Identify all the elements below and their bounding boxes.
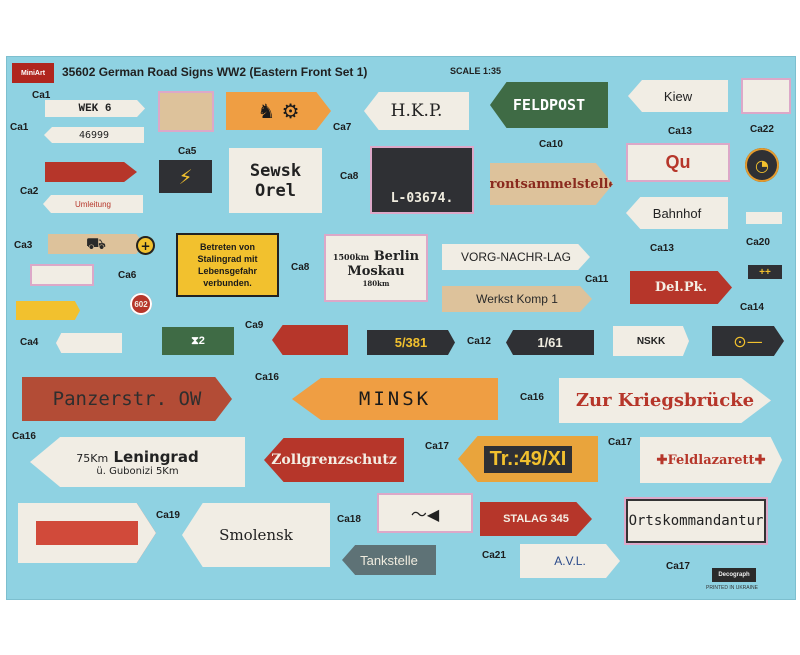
sign-leningrad: 75Km Leningrad ü. Gubonizi 5Km [30,437,245,487]
code-ca2: Ca2 [20,186,39,197]
scale-label: SCALE 1:35 [450,66,502,76]
sign-kiew: Kiew [628,80,728,112]
sign-ortskommandantur: Ortskommandantur [626,499,766,543]
sign-smolensk: Smolensk [182,503,330,567]
code-ca7: Ca7 [333,122,352,133]
sign-tr49: Tr.:49/XI [458,436,598,482]
sign-l03674: L-03674. [372,148,472,212]
sign-animal-transport: ♞ ⚙ [226,92,331,130]
sign-truck-arrow: ⛟ [48,234,144,254]
printed-in-ukraine: PRINTED IN UKRAINE [706,585,758,591]
sign-wek6: WEK 6 [45,100,145,117]
sign-small-cyrillic [160,93,212,130]
sign-red-left [272,325,348,355]
code-ca4: Ca4 [20,337,39,348]
code-ca8: Ca8 [340,171,359,182]
sign-yellow-arrow [16,301,80,320]
code-ca11: Ca11 [585,274,609,285]
code-ca1: Ca1 [10,122,29,133]
code-ca16c: Ca16 [12,431,36,442]
code-ca17b: Ca17 [608,437,632,448]
code-ca3: Ca3 [14,240,33,251]
sign-1-61: 1/61 [506,330,594,355]
sign-red-arrow [45,162,137,182]
horse-icon: ♞ ⚙ [257,99,300,123]
code-ca19: Ca19 [156,510,180,521]
sign-delpk: Del.Pk. [630,271,732,304]
code-ca22: Ca22 [750,124,774,135]
sign-nskk: NSKK [613,326,689,356]
sign-602: 602 [130,293,152,315]
code-ca8b: Ca8 [291,262,310,273]
miniart-logo: MiniArt [12,63,54,83]
sign-zur-kriegsbrucke: Zur Kriegsbrücke [559,378,771,423]
code-ca16b: Ca16 [520,392,544,403]
sign-umleitung: Umleitung [43,195,143,213]
code-ca13: Ca13 [668,126,692,137]
lightning-icon: ⚡ [178,164,193,189]
truck-icon: ⛟ [85,234,107,253]
sign-betreten: Betreten von Stalingrad mit Lebensgefahr… [176,233,279,297]
code-ca16: Ca16 [255,372,279,383]
code-ca17c: Ca17 [666,561,690,572]
sign-panzerstr: Panzerstr. OW [22,377,232,421]
decograph-logo: Decograph [712,568,756,582]
sign-werkst-komp: Werkst Komp 1 [442,286,592,312]
sign-hourglass-2: ⧗ 2 [162,327,234,355]
fish-icon: 〜◀ [410,505,440,524]
code-ca12: Ca12 [467,336,491,347]
code-ca17: Ca17 [425,441,449,452]
sign-vorg-nachr-lag: VORG-NACHR-LAG [442,244,590,270]
sign-zollgrenzschutz: Zollgrenzschutz [264,438,404,482]
sign-tiny-dark: ++ [748,265,782,279]
sign-small-blue [743,80,789,112]
sheet-title: 35602 German Road Signs WW2 (Eastern Fro… [62,65,368,79]
sign-sewsk-orel: Sewsk Orel [229,148,322,213]
code-ca20: Ca20 [746,237,770,248]
crosshair-icon: + [140,238,151,253]
code-ca13b: Ca13 [650,243,674,254]
sign-red-white-arrow [18,503,156,563]
sign-bahnhof: Bahnhof [626,197,728,229]
sign-5-381: 5/381 [367,330,455,355]
sign-vehicle-small [32,266,92,284]
sign-round-gauge: ◔ [745,148,779,182]
sign-lightning: ⚡ [159,160,212,193]
red-cross-icon: ✚ [656,452,668,468]
sign-46999: 46999 [44,127,144,143]
code-ca21: Ca21 [482,550,506,561]
sign-small-white-left [56,333,122,353]
sign-crosshair: + [136,236,155,255]
code-ca18: Ca18 [337,514,361,525]
sign-tankstelle: Tankstelle [342,545,436,575]
sign-avl: A.V.L. [520,544,620,578]
sign-feldpost: FELDPOST [490,82,608,128]
sign-dark-right: ⊙— [712,326,784,356]
red-cross-icon-right: ✚ [754,452,766,468]
sign-minsk: MINSK [292,378,498,420]
sign-tiny-white [746,212,782,224]
code-ca1b: Ca1 [32,90,51,101]
code-ca9: Ca9 [245,320,264,331]
sign-hkp: H.K.P. [364,92,469,130]
sign-stalag: STALAG 345 [480,502,592,536]
sign-frontsammelstelle: Frontsammelstelle! [490,163,613,205]
code-ca10: Ca10 [539,139,563,150]
sign-berlin-moskau: 1500km Berlin Moskau 180km [326,236,426,300]
sign-qu: Qu [628,145,728,180]
hourglass-icon: ⧗ [191,334,199,347]
sign-white-fish: 〜◀ [379,495,471,531]
clock-icon: ◔ [755,155,769,175]
code-ca6: Ca6 [118,270,137,281]
sign-feldlazarett: ✚ Feldlazarett ✚ [640,437,782,483]
code-ca14: Ca14 [740,302,764,313]
code-ca5: Ca5 [178,146,197,157]
